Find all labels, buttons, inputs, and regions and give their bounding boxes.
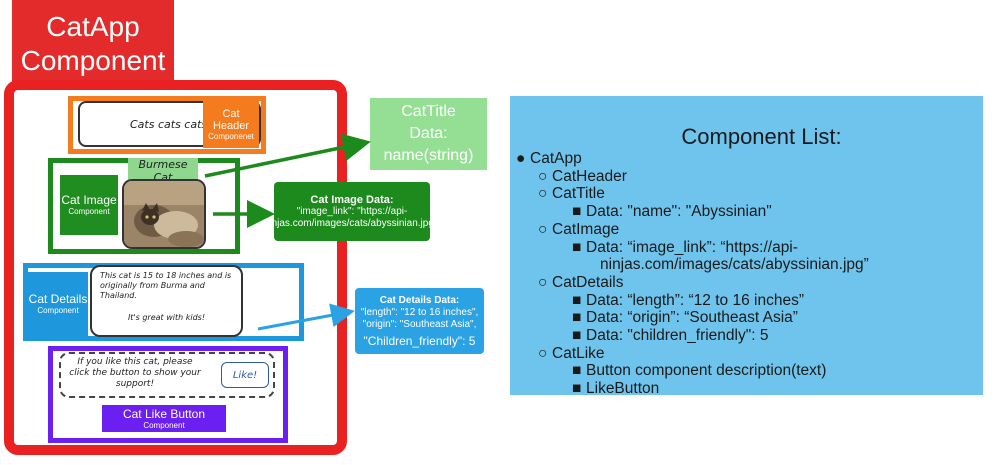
- list-item: ○CatTitle: [538, 185, 605, 203]
- cat-like-button-label-sub: Component: [143, 420, 185, 430]
- cat-image-label-line1: Cat Image: [61, 193, 117, 207]
- list-item-catimage-data-b: ninjas.com/images/cats/abyssinian.jpg”: [600, 256, 869, 274]
- cat-header-label-line1: Cat: [222, 107, 240, 120]
- list-item-catimage: CatImage: [552, 220, 620, 238]
- like-button[interactable]: Like!: [221, 362, 269, 388]
- cat-details-data-box: Cat Details Data: "length": "12 to 16 in…: [355, 288, 484, 354]
- list-item-catimage-data-a: Data: “image_link”: “https://api-: [586, 238, 798, 256]
- cattitle-data-box: CatTitle Data: name(string): [370, 98, 487, 170]
- cat-image-data-heading: Cat Image Data:: [310, 193, 394, 206]
- list-item-catdetails-children: Data: "children_friendly": 5: [586, 327, 769, 345]
- component-list-title: Component List:: [681, 124, 842, 149]
- cat-like-description: If you like this cat, please click the b…: [69, 357, 201, 389]
- cat-photo-illustration: [124, 181, 204, 247]
- catapp-label-line1: CatApp: [46, 11, 140, 42]
- list-item: ■Button component description(text): [572, 362, 827, 380]
- catapp-component-label: CatApp Component: [12, 0, 174, 88]
- catapp-label-line2: Component: [20, 45, 166, 76]
- cat-details-data-origin: "origin": "Southeast Asia",: [362, 319, 477, 330]
- cat-details-label-line1: Cat Details: [28, 292, 88, 306]
- cat-header-label-line2: Header: [212, 119, 250, 132]
- list-item: ■LikeButton: [572, 380, 660, 398]
- list-item: ○CatLike: [538, 344, 605, 362]
- list-item-catlike-desc: Button component description(text): [586, 362, 827, 380]
- list-item: ■Data: "children_friendly": 5: [572, 327, 769, 345]
- cat-photo: [122, 179, 206, 249]
- list-item: ●CatApp: [516, 150, 582, 167]
- cat-details-label: Cat Details Component: [28, 272, 88, 336]
- cat-like-button-label: Cat Like Button Component: [102, 405, 226, 432]
- list-item-likebutton: LikeButton: [586, 380, 660, 398]
- cat-header-text: Cats cats cats: [130, 117, 208, 131]
- list-item: ■Data: “length”: “12 to 16 inches”: [572, 291, 804, 309]
- list-item-cattitle-data: Data: "name": "Abyssinian": [586, 203, 772, 221]
- details-data-arrow: [257, 303, 355, 331]
- cat-details-data-length: "length": "12 to 16 inches",: [360, 307, 479, 318]
- title-data-arrow: [204, 133, 371, 178]
- component-list: ●CatApp ○CatHeader ○CatTitle ■Data: "nam…: [516, 150, 978, 397]
- list-item-cattitle: CatTitle: [552, 185, 605, 203]
- cat-image-label: Cat Image Component: [60, 175, 118, 235]
- list-item: ■Data: “image_link”: “https://api-: [572, 238, 798, 256]
- catapp-boundary: [4, 80, 347, 455]
- list-item-catdetails: CatDetails: [552, 273, 624, 291]
- cat-details-text: This cat is 15 to 18 inches and is origi…: [100, 271, 232, 300]
- cat-details-data-children: "Children_friendly": 5: [363, 334, 476, 348]
- cattitle-data-line3: name(string): [383, 147, 474, 164]
- cat-details-box: This cat is 15 to 18 inches and is origi…: [90, 265, 243, 337]
- list-item-catdetails-length: Data: “length”: “12 to 16 inches”: [586, 291, 804, 309]
- list-item-catheader: CatHeader: [552, 167, 627, 185]
- cat-details-data-heading: Cat Details Data:: [379, 295, 460, 306]
- list-item: ○CatHeader: [538, 167, 627, 185]
- cattitle-data-line2: Data:: [409, 125, 448, 142]
- component-list-panel: [510, 96, 983, 395]
- list-item-catapp: CatApp: [530, 150, 582, 167]
- list-item: ○CatImage: [538, 220, 620, 238]
- cat-details-label-sub: Component: [37, 306, 79, 315]
- cat-header-label-sub: Componenet: [208, 131, 254, 141]
- cat-details-kids-text: It's great with kids!: [127, 313, 206, 322]
- list-item-catlike: CatLike: [552, 344, 605, 362]
- cat-image-label-sub: Component: [68, 207, 110, 216]
- list-item: ○CatDetails: [538, 273, 624, 291]
- cattitle-data-line1: CatTitle: [401, 103, 456, 120]
- list-item-catdetails-origin: Data: “origin”: “Southeast Asia”: [586, 309, 798, 327]
- cat-image-data-body: "image_link": "https://api-ninjas.com/im…: [263, 205, 441, 229]
- list-item-continuation: ninjas.com/images/cats/abyssinian.jpg”: [516, 256, 978, 274]
- list-item: ■Data: "name": "Abyssinian": [572, 203, 772, 221]
- like-button-label: Like!: [232, 369, 258, 381]
- cat-header-label: Cat Header Componenet: [203, 100, 259, 148]
- cat-image-data-box: Cat Image Data: "image_link": "https://a…: [264, 182, 440, 241]
- list-item: ■Data: “origin”: “Southeast Asia”: [572, 309, 798, 327]
- cat-like-button-label-line1: Cat Like Button: [122, 406, 206, 421]
